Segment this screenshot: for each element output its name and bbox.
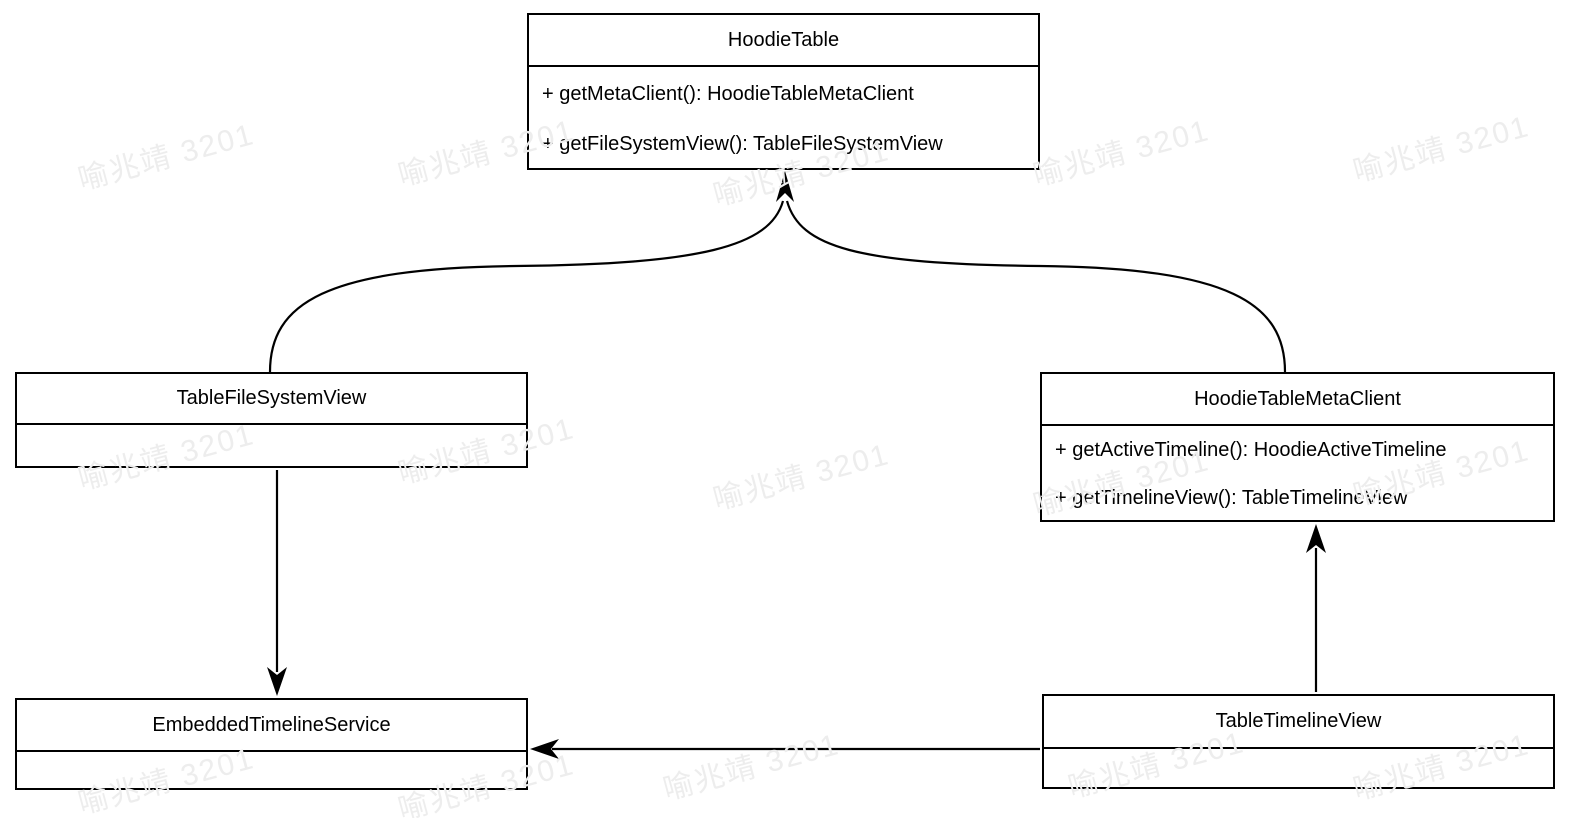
class-methods: + getMetaClient(): HoodieTableMetaClient… (529, 67, 1038, 169)
class-title: TableTimelineView (1044, 696, 1553, 749)
class-box-hoodietablemetaclient: HoodieTableMetaClient + getActiveTimelin… (1040, 372, 1555, 522)
class-box-hoodietable: HoodieTable + getMetaClient(): HoodieTab… (527, 13, 1040, 170)
class-box-tabletimelineview: TableTimelineView (1042, 694, 1555, 789)
method-getmetaclient: + getMetaClient(): HoodieTableMetaClient (542, 82, 914, 105)
class-title: TableFileSystemView (17, 374, 526, 425)
arrowhead-down-embeddedtimelineservice (267, 667, 287, 696)
method-getactivetimeline: + getActiveTimeline(): HoodieActiveTimel… (1055, 438, 1447, 461)
class-box-tablefilesystemview: TableFileSystemView (15, 372, 528, 468)
class-title: HoodieTable (529, 15, 1038, 67)
arrowhead-up-hoodietable (776, 171, 794, 202)
method-getfilesystemview: + getFileSystemView(): TableFileSystemVi… (542, 132, 943, 155)
method-gettimelineview: + getTimelineView(): TableTimelineView (1055, 486, 1408, 509)
arrowhead-up-hoodietablemetaclient (1306, 524, 1326, 553)
class-title: EmbeddedTimelineService (17, 700, 526, 752)
class-title: HoodieTableMetaClient (1042, 374, 1553, 426)
class-methods: + getActiveTimeline(): HoodieActiveTimel… (1042, 426, 1553, 522)
edge-tablefilesystemview-to-hoodietable (268, 200, 785, 373)
edge-hoodietablemetaclient-to-hoodietable (785, 200, 1287, 373)
class-box-embeddedtimelineservice: EmbeddedTimelineService (15, 698, 528, 790)
arrowhead-left-embeddedtimelineservice (530, 739, 559, 759)
